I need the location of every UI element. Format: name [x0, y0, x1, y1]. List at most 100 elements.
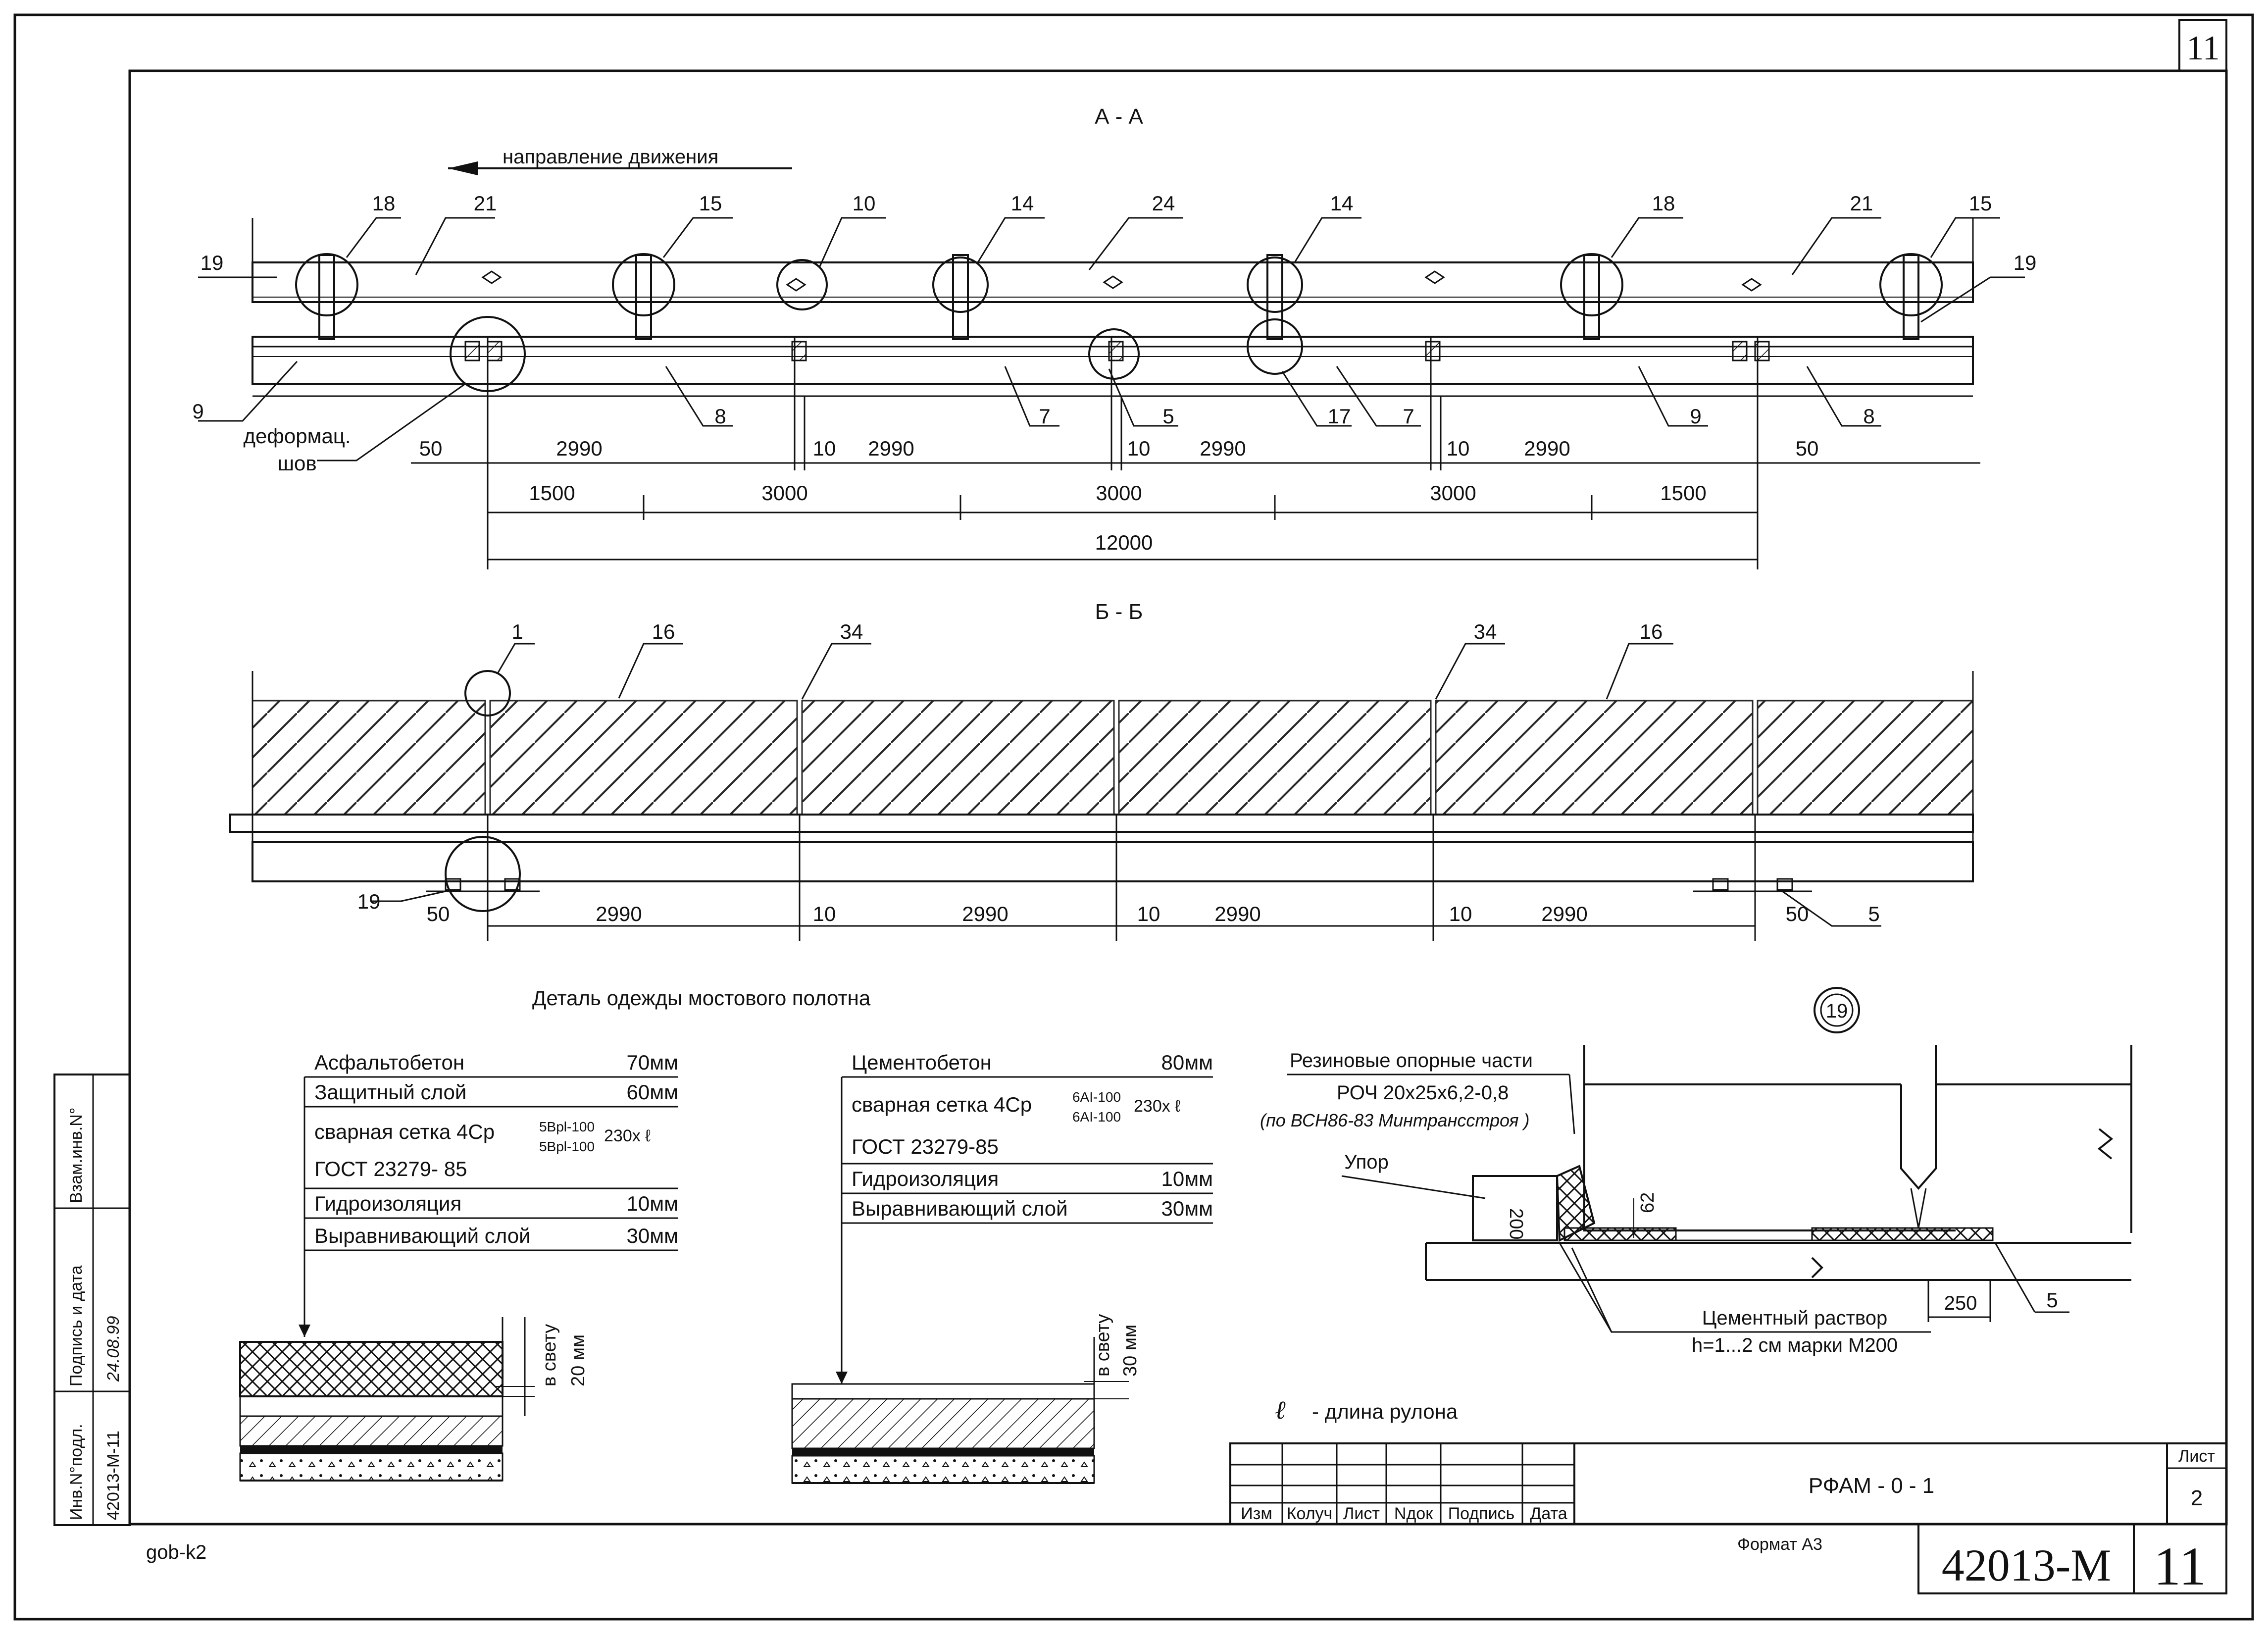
- node-19-detail: 19 Резиновые опорные части РОЧ 20x25x6,2…: [1260, 987, 2132, 1356]
- right-clearance-1: в свету: [1093, 1314, 1113, 1377]
- aa-callout: 8: [714, 405, 726, 428]
- aa-callout: 9: [192, 400, 203, 423]
- tb-sheet-no: 2: [2191, 1486, 2203, 1510]
- title-block: Изм Колуч Лист Nдок Подпись Дата РФАМ - …: [1229, 1442, 2227, 1596]
- right-layer-name: ГОСТ 23279-85: [852, 1135, 999, 1158]
- tb-header: Колуч: [1287, 1504, 1333, 1523]
- aa-dim2: 3000: [761, 481, 807, 505]
- joint-label-2: шов: [277, 452, 316, 475]
- aa-callout: 9: [1690, 405, 1701, 428]
- aa-dimension-lines: [411, 396, 1980, 569]
- bb-callout-labels: 1 16 34 34 16 19 5: [357, 620, 1880, 925]
- aa-diamonds: [481, 270, 1762, 292]
- right-pavement-detail: Цементобетон 80мм сварная сетка 4Ср 6AI-…: [791, 1051, 1213, 1484]
- aa-dim: 10: [813, 437, 836, 460]
- right-clearance-2: 30 мм: [1120, 1325, 1141, 1377]
- aa-callout: 24: [1152, 192, 1175, 215]
- bb-callout: 19: [357, 890, 381, 913]
- bb-dim: 50: [1786, 902, 1809, 925]
- legend-symbol: ℓ: [1275, 1396, 1286, 1425]
- legend-text: - длина рулона: [1312, 1400, 1458, 1423]
- aa-callout: 7: [1403, 405, 1414, 428]
- aa-callout: 21: [474, 192, 497, 215]
- aa-dim-total: 12000: [1095, 531, 1153, 554]
- aa-callout: 19: [2014, 251, 2037, 274]
- dim-250: 250: [1944, 1292, 1977, 1314]
- aa-dim: 2990: [556, 437, 602, 460]
- mortar-line2: h=1...2 см марки М200: [1692, 1334, 1898, 1356]
- detail-title: Деталь одежды мостового полотна: [532, 986, 871, 1010]
- aa-callout: 18: [1652, 192, 1675, 215]
- bb-dim: 2990: [1541, 902, 1587, 925]
- tb-title: РФАМ - 0 - 1: [1809, 1474, 1934, 1498]
- right-mesh-frac-top: 6AI-100: [1072, 1089, 1121, 1105]
- aa-dim: 50: [1796, 437, 1819, 460]
- left-layer-name: Защитный слой: [314, 1080, 466, 1104]
- legend: ℓ - длина рулона: [1275, 1396, 1458, 1425]
- dim-200: 200: [1506, 1208, 1526, 1239]
- bb-callout: 34: [840, 620, 863, 643]
- left-layer-name: ГОСТ 23279- 85: [314, 1157, 467, 1180]
- aa-callout: 10: [853, 192, 876, 215]
- section-aa-title: А - А: [1095, 104, 1143, 129]
- left-layer-value: 30мм: [627, 1224, 678, 1247]
- aa-callout: 7: [1039, 405, 1050, 428]
- aa-callout: 15: [1969, 192, 1992, 215]
- bb-beams: [252, 841, 1974, 882]
- aa-callout: 14: [1011, 192, 1034, 215]
- bb-dim: 10: [1449, 902, 1472, 925]
- tb-doc-sheet: 11: [2154, 1536, 2206, 1596]
- aa-callout: 17: [1328, 405, 1351, 428]
- aa-dims: 50 2990 10 2990 10 2990 10 2990 50 1500 …: [419, 437, 1819, 554]
- side-stamp: Инв.N°подл. 42013-М-11 Подпись и дата 24…: [53, 1074, 131, 1526]
- left-layer-name: Гидроизоляция: [314, 1192, 461, 1215]
- aa-callout: 18: [372, 192, 396, 215]
- aa-dim: 2990: [1524, 437, 1570, 460]
- sheet-frame: [13, 13, 2254, 1621]
- right-layer-value: 30мм: [1161, 1197, 1213, 1220]
- aa-callout-labels: 18 21 15 10 14 24 14 18 21 15 19 19 9 8 …: [192, 192, 2036, 475]
- aa-dim2: 1500: [529, 481, 575, 505]
- tb-header: Подпись: [1448, 1504, 1515, 1523]
- aa-callout: 8: [1863, 405, 1874, 428]
- section-aa: А - А направление движения: [192, 104, 2036, 569]
- aa-dim2: 1500: [1660, 481, 1706, 505]
- tb-header: Дата: [1530, 1504, 1567, 1523]
- mortar-line1: Цементный раствор: [1702, 1307, 1887, 1329]
- left-pavement-detail: Асфальтобетон 70мм Защитный слой 60мм св…: [239, 1051, 678, 1482]
- stamp-col1-val: 42013-М-11: [104, 1431, 123, 1520]
- bb-deck: [229, 814, 1974, 833]
- joint-label-1: деформац.: [243, 424, 351, 448]
- bb-dim: 10: [813, 902, 836, 925]
- left-mesh-frac-top: 5Bpl-100: [539, 1119, 595, 1134]
- right-layer-value: 80мм: [1161, 1051, 1213, 1074]
- aa-bearings: [464, 341, 1770, 361]
- dim-62: 62: [1637, 1192, 1658, 1213]
- author-tag: gob-k2: [146, 1541, 206, 1563]
- bb-dims: 50 2990 10 2990 10 2990 10 2990 50: [427, 902, 1809, 925]
- right-layer-name: сварная сетка 4Ср: [852, 1093, 1032, 1116]
- aa-callout: 19: [201, 251, 224, 274]
- bearing-line1: РОЧ 20x25x6,2-0,8: [1337, 1082, 1509, 1104]
- aa-dim: 10: [1447, 437, 1470, 460]
- right-layer-name: Выравнивающий слой: [852, 1197, 1068, 1220]
- section-bb: Б - Б: [229, 600, 1974, 941]
- bearing-line2: (по ВСН86-83 Минтрансстроя ): [1260, 1110, 1529, 1130]
- aa-dim: 50: [419, 437, 443, 460]
- bb-railing: [252, 700, 1974, 816]
- tb-sheet-label: Лист: [2178, 1447, 2215, 1466]
- aa-dim2: 3000: [1430, 481, 1476, 505]
- bb-dim: 2990: [962, 902, 1008, 925]
- node-19-marker: 19: [1826, 1000, 1848, 1022]
- bb-callout: 5: [1868, 902, 1879, 925]
- left-clearance-2: 20 мм: [568, 1334, 589, 1386]
- left-layer-value: 60мм: [627, 1080, 678, 1104]
- direction-label: направление движения: [503, 146, 718, 168]
- bb-leaders: [371, 643, 1881, 927]
- left-layer-name: Асфальтобетон: [314, 1051, 464, 1074]
- aa-dim: 10: [1127, 437, 1151, 460]
- aa-callout: 21: [1850, 192, 1873, 215]
- sheet-corner-number: 11: [2186, 29, 2219, 67]
- right-layer-name: Гидроизоляция: [852, 1167, 999, 1190]
